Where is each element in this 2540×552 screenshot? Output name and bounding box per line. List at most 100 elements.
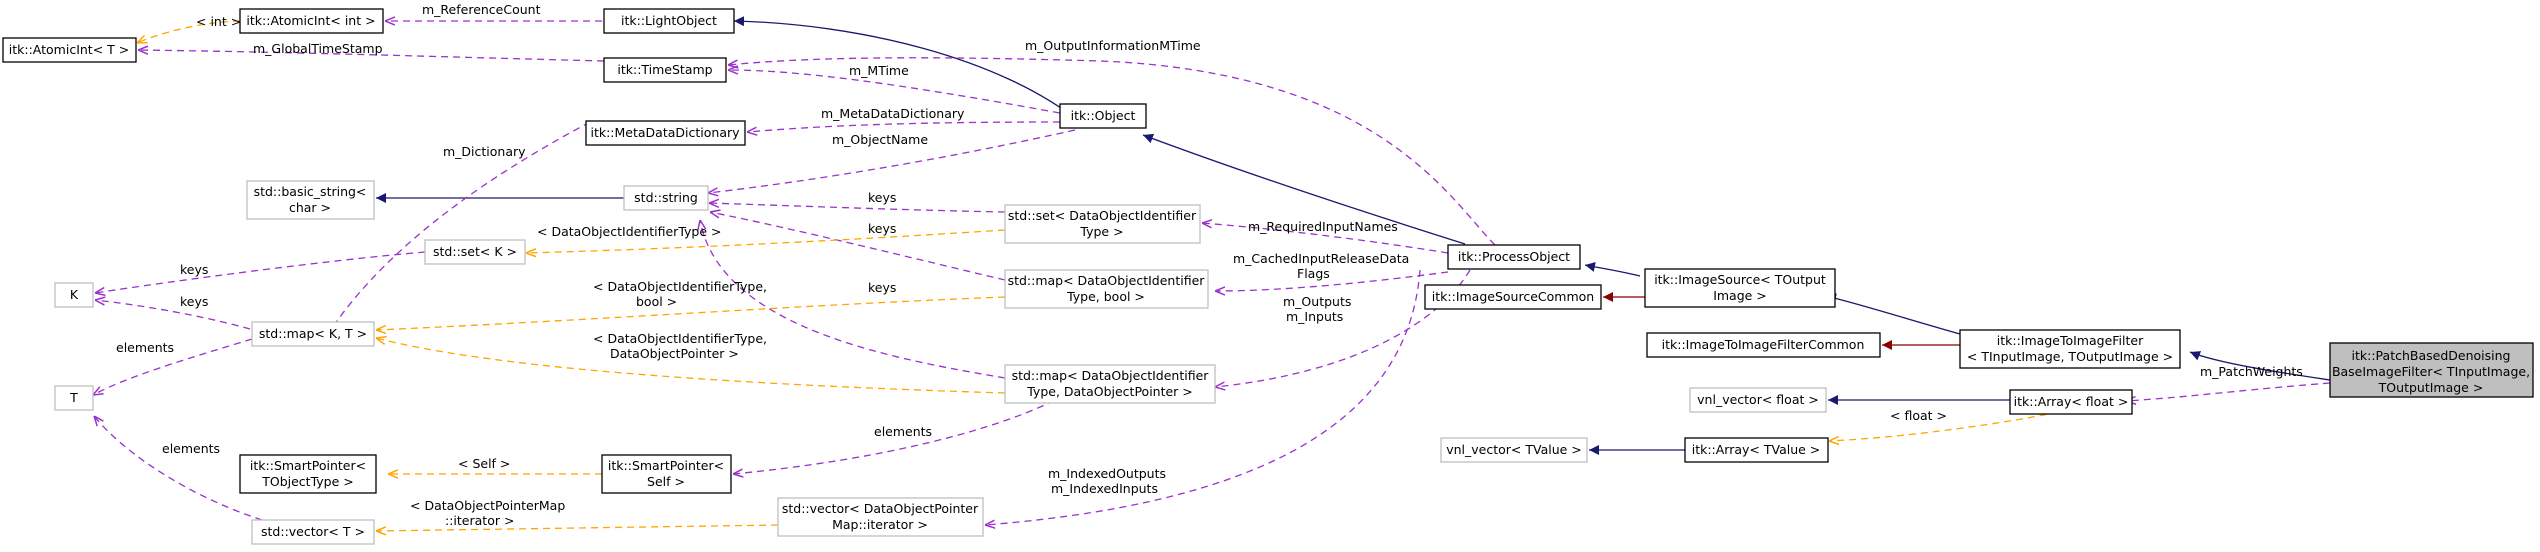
label-outputs: m_Outputs <box>1283 294 1351 309</box>
node-map-doid-dop[interactable]: std::map< DataObjectIdentifier Type, Dat… <box>1004 364 1216 404</box>
svg-text:itk::Array< TValue >: itk::Array< TValue > <box>1692 442 1821 457</box>
label-self: < Self > <box>458 456 510 471</box>
edge-string-mapkt <box>328 121 591 334</box>
svg-text:std::map< DataObjectIdentifier: std::map< DataObjectIdentifier <box>1012 368 1210 383</box>
label-indexed-inputs: m_IndexedInputs <box>1051 481 1158 496</box>
node-vector-dop[interactable]: std::vector< DataObjectPointer Map::iter… <box>777 497 984 537</box>
label-keys-map: keys <box>868 221 896 236</box>
svg-text:itk::ProcessObject: itk::ProcessObject <box>1458 249 1570 264</box>
label-doid-bool: < DataObjectIdentifierType,bool > <box>593 279 767 309</box>
node-imagesource[interactable]: itk::ImageSource< TOutput Image > <box>1644 268 1836 308</box>
node-metadatadictionary[interactable]: itk::MetaDataDictionary <box>585 120 746 146</box>
svg-text:itk::AtomicInt< T >: itk::AtomicInt< T > <box>9 42 129 57</box>
svg-text:itk::SmartPointer<: itk::SmartPointer< <box>250 458 366 473</box>
label-indexed-outputs: m_IndexedOutputs <box>1048 466 1166 481</box>
node-imagetoimagefilter[interactable]: itk::ImageToImageFilter < TInputImage, T… <box>1959 329 2181 369</box>
node-patchbaseddenoising[interactable]: itk::PatchBasedDenoising BaseImageFilter… <box>2329 342 2534 398</box>
edge-timestamp-processobject <box>728 57 1496 246</box>
node-k[interactable]: K <box>54 282 94 308</box>
node-vnl-vector-tvalue[interactable]: vnl_vector< TValue > <box>1440 437 1588 463</box>
node-set-k[interactable]: std::set< K > <box>424 239 526 265</box>
label-m-requiredinputnames: m_RequiredInputNames <box>1248 219 1398 234</box>
node-array-float[interactable]: itk::Array< float > <box>2009 389 2133 415</box>
label-keys-setk: keys <box>180 262 208 277</box>
label-elements-vec: elements <box>162 441 220 456</box>
svg-text:Type, bool >: Type, bool > <box>1066 289 1145 304</box>
node-smartpointer-self[interactable]: itk::SmartPointer< Self > <box>601 454 732 494</box>
svg-text:vnl_vector< TValue >: vnl_vector< TValue > <box>1446 442 1582 457</box>
node-vnl-vector-float[interactable]: vnl_vector< float > <box>1689 387 1827 413</box>
edge-mapdoidbool-processobject <box>1215 271 1449 291</box>
label-m-dictionary: m_Dictionary <box>443 144 526 159</box>
svg-text:itk::MetaDataDictionary: itk::MetaDataDictionary <box>590 125 740 140</box>
label-doid-dop-1: < DataObjectIdentifierType, <box>593 331 767 346</box>
svg-text:BaseImageFilter< TInputImage,: BaseImageFilter< TInputImage, <box>2332 364 2530 379</box>
node-imagesourcecommon[interactable]: itk::ImageSourceCommon <box>1424 284 1602 310</box>
label-keys-map2: keys <box>868 280 896 295</box>
svg-text:TObjectType >: TObjectType > <box>261 474 354 489</box>
label-cached-2: Flags <box>1297 266 1330 281</box>
svg-text:itk::ImageSourceCommon: itk::ImageSourceCommon <box>1432 289 1594 304</box>
edge-setdoid-processobject <box>1202 223 1449 254</box>
node-basic-string[interactable]: std::basic_string< char > <box>246 180 375 220</box>
svg-text:itk::TimeStamp: itk::TimeStamp <box>617 62 712 77</box>
svg-text:itk::ImageSource< TOutput: itk::ImageSource< TOutput <box>1654 272 1826 287</box>
svg-text:itk::ImageToImageFilter: itk::ImageToImageFilter <box>1997 333 2144 348</box>
edge-object-processobject <box>1142 133 1466 245</box>
node-object[interactable]: itk::Object <box>1059 103 1147 129</box>
edge-k-mapkt <box>95 300 251 330</box>
node-timestamp[interactable]: itk::TimeStamp <box>603 57 727 83</box>
svg-text:vnl_vector< float >: vnl_vector< float > <box>1697 392 1819 407</box>
node-vector-t[interactable]: std::vector< T > <box>251 519 375 545</box>
node-smartpointer-t[interactable]: itk::SmartPointer< TObjectType > <box>239 454 377 494</box>
edge-timestamp-object <box>728 70 1061 114</box>
edge-atomicintt-atomicintint <box>137 20 241 43</box>
node-map-kt[interactable]: std::map< K, T > <box>251 321 375 347</box>
label-elements-t: elements <box>116 340 174 355</box>
svg-text:T: T <box>69 390 78 405</box>
edge-imagesource-imagetoimagefilter <box>1825 293 1961 335</box>
node-atomicint-int[interactable]: itk::AtomicInt< int > <box>239 8 384 34</box>
label-doid-bool-1: < DataObjectIdentifierType, <box>593 279 767 294</box>
nodes: itk::AtomicInt< int > itk::LightObject i… <box>2 8 2534 545</box>
node-set-doid[interactable]: std::set< DataObjectIdentifier Type > <box>1004 204 1201 244</box>
edges <box>93 16 2331 531</box>
label-dop-iter-1: < DataObjectPointerMap <box>410 498 565 513</box>
node-imagetoimagefiltercommon[interactable]: itk::ImageToImageFilterCommon <box>1646 332 1881 358</box>
edge-t-mapkt <box>93 338 253 395</box>
label-cached-1: m_CachedInputReleaseData <box>1233 251 1409 266</box>
node-t[interactable]: T <box>54 385 94 411</box>
label-dop-iter: < DataObjectPointerMap::iterator > <box>410 498 565 528</box>
svg-text:itk::LightObject: itk::LightObject <box>621 13 717 28</box>
svg-text:< TInputImage, TOutputImage >: < TInputImage, TOutputImage > <box>1967 349 2173 364</box>
svg-text:std::basic_string<: std::basic_string< <box>254 184 367 199</box>
edge-arrayfloat-patchbased <box>2126 382 2331 401</box>
svg-text:Type, DataObjectPointer >: Type, DataObjectPointer > <box>1026 384 1193 399</box>
svg-text:std::map< DataObjectIdentifier: std::map< DataObjectIdentifier <box>1008 273 1206 288</box>
label-m-mtime: m_MTime <box>849 63 909 78</box>
label-m-patchweights: m_PatchWeights <box>2200 364 2303 379</box>
label-doid-dop: < DataObjectIdentifierType,DataObjectPoi… <box>593 331 767 361</box>
svg-text:Map::iterator >: Map::iterator > <box>832 517 928 532</box>
svg-text:std::set< DataObjectIdentifier: std::set< DataObjectIdentifier <box>1008 208 1197 223</box>
svg-text:std::map< K, T >: std::map< K, T > <box>259 326 367 341</box>
edge-vectort-vectordop <box>376 524 779 531</box>
svg-text:Type >: Type > <box>1079 224 1123 239</box>
node-lightobject[interactable]: itk::LightObject <box>603 8 735 34</box>
edge-string-mapdoidbool <box>710 212 1006 281</box>
svg-text:std::set< K >: std::set< K > <box>433 244 517 259</box>
node-processobject[interactable]: itk::ProcessObject <box>1447 244 1581 270</box>
svg-text:std::vector< T >: std::vector< T > <box>261 524 365 539</box>
node-map-doid-bool[interactable]: std::map< DataObjectIdentifier Type, boo… <box>1004 269 1209 309</box>
svg-text:itk::ImageToImageFilterCommon: itk::ImageToImageFilterCommon <box>1662 337 1865 352</box>
svg-text:Self >: Self > <box>647 474 685 489</box>
node-string[interactable]: std::string <box>623 185 709 211</box>
node-array-tvalue[interactable]: itk::Array< TValue > <box>1684 437 1829 463</box>
edge-processobject-imagesource <box>1584 262 1641 277</box>
label-m-outputinformationmtime: m_OutputInformationMTime <box>1025 38 1201 53</box>
svg-text:K: K <box>70 287 79 302</box>
node-atomicint-t[interactable]: itk::AtomicInt< T > <box>2 37 137 63</box>
